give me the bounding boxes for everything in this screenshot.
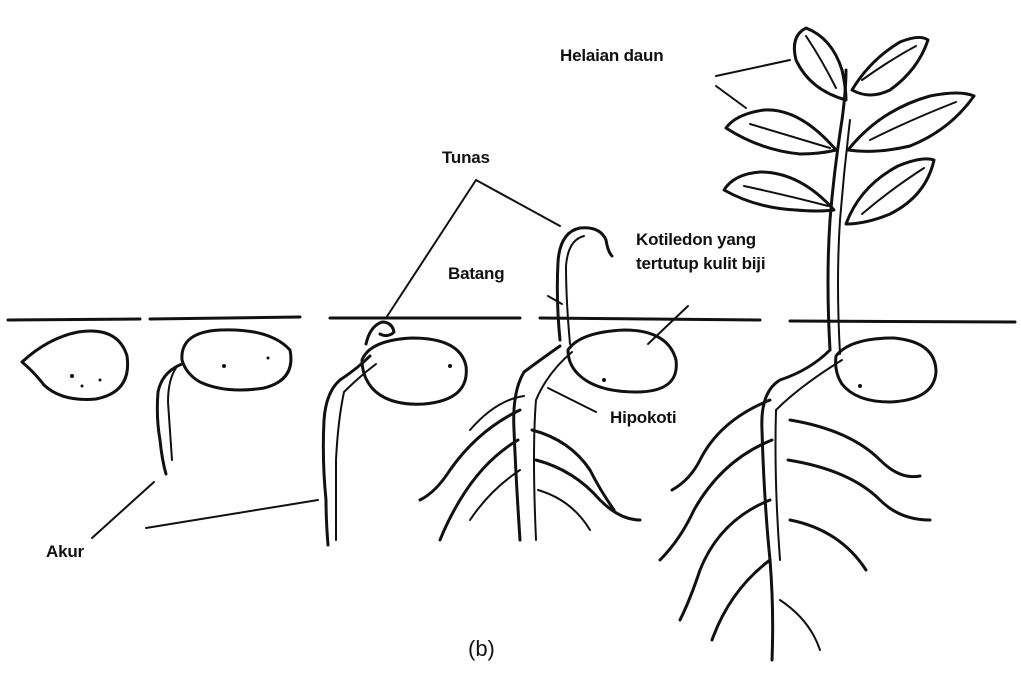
figure-caption: (b)	[468, 636, 495, 662]
label-kotiledon-line2: tertutup kulit biji	[636, 254, 765, 274]
label-helaian-daun: Helaian daun	[560, 46, 663, 66]
leaf	[794, 28, 846, 100]
leaf	[724, 172, 834, 211]
leader-helaian	[716, 60, 790, 108]
label-hipokotil: Hipokoti	[610, 408, 676, 428]
label-akar: Akur	[46, 542, 84, 562]
leader-hipokotil	[548, 388, 596, 412]
label-kotiledon-line1: Kotiledon yang	[636, 230, 756, 250]
ground-line	[8, 317, 1015, 322]
stage1-seed	[22, 331, 128, 399]
label-tunas: Tunas	[442, 148, 490, 168]
stage2-seed-with-root	[157, 330, 291, 474]
leaf	[726, 110, 836, 154]
label-batang: Batang	[448, 264, 504, 284]
stage5-plant	[660, 28, 974, 660]
leader-akar	[92, 482, 318, 538]
leader-batang	[548, 296, 562, 304]
stage3-seedling	[323, 322, 466, 545]
leader-tunas	[386, 180, 560, 318]
leader-kotiledon	[648, 306, 688, 344]
